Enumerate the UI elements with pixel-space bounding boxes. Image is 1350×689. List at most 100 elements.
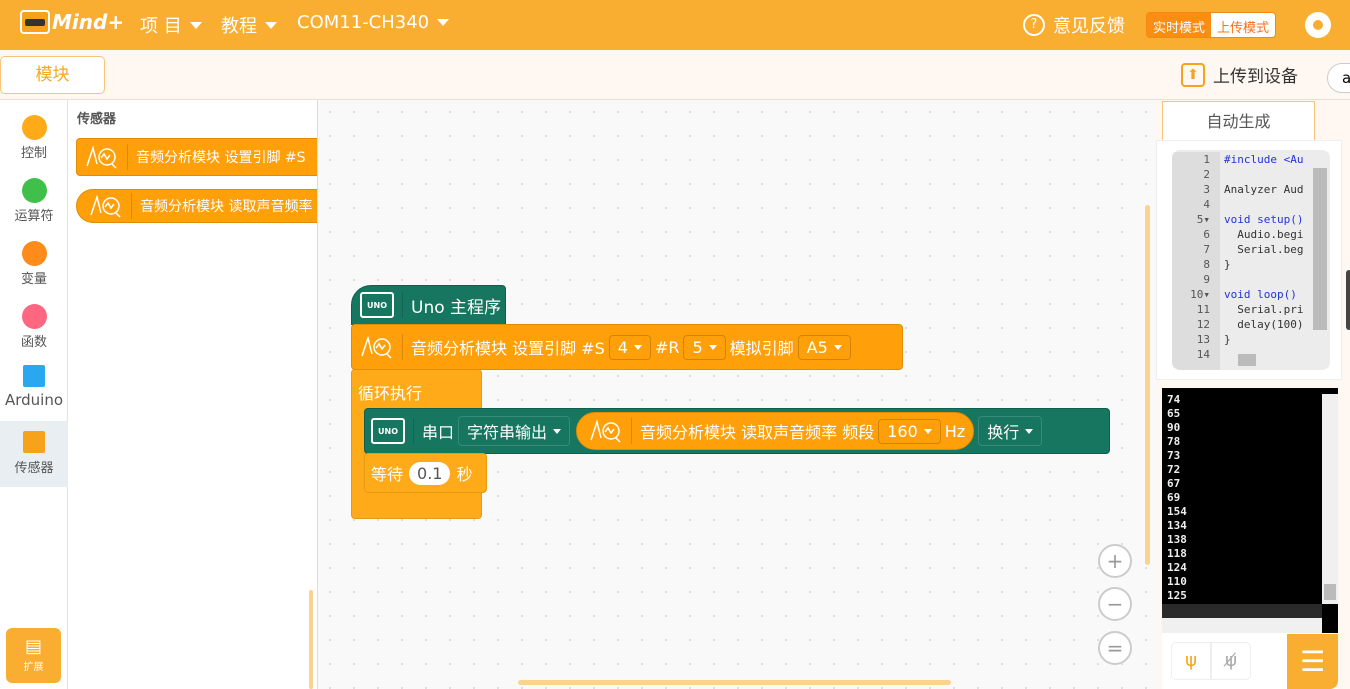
realtime-mode-button[interactable]: 实时模式	[1147, 13, 1212, 37]
line-number: 6	[1203, 228, 1210, 241]
serial-line: 154	[1167, 505, 1187, 518]
sub-bar: 模块 ⬆ 上传到设备 a	[0, 50, 1350, 100]
upload-arrow-icon: ⬆	[1181, 62, 1205, 87]
code-editor[interactable]: 1 2 3 4 5▾6 7 8 9 10▾11 12 13 14 #includ…	[1172, 150, 1330, 370]
category-sensors[interactable]: 传感器	[0, 421, 68, 487]
serial-input[interactable]	[1162, 604, 1322, 618]
tab-blocks[interactable]: 模块	[0, 56, 105, 94]
serial-line: 73	[1167, 449, 1181, 462]
line-number: 3	[1203, 183, 1210, 196]
flyout-block-setup[interactable]: 音频分析模块 设置引脚 #S	[76, 138, 317, 176]
flyout-scrollbar[interactable]	[309, 590, 313, 689]
serial-line: 134	[1167, 519, 1187, 532]
audio-wave-icon	[590, 419, 621, 443]
s-pin-dropdown[interactable]: 4	[608, 334, 651, 360]
robot-icon	[20, 10, 50, 34]
category-operators[interactable]: 运算符	[0, 169, 68, 233]
menu-list-button[interactable]: ☰	[1287, 634, 1338, 689]
line-number: 7	[1203, 243, 1210, 256]
line-number: 14	[1196, 348, 1210, 361]
usb-icon: ψ	[1185, 650, 1197, 671]
line-number: 2	[1203, 168, 1210, 181]
operators-dot-icon	[21, 178, 47, 203]
serial-line: 125	[1167, 589, 1187, 602]
menu-project[interactable]: 项 目	[140, 12, 202, 38]
code-line: Audio.begi	[1224, 228, 1304, 241]
serial-mode-dropdown[interactable]: 字符串输出	[458, 416, 571, 446]
menu-port[interactable]: COM11-CH340	[297, 12, 450, 33]
code-line: void setup()	[1224, 213, 1304, 226]
usb-off-icon: ψ̸	[1225, 650, 1237, 671]
top-bar: Mind+ 项 目 教程 COM11-CH340 ?意见反馈 实时模式 上传模式	[0, 0, 1350, 50]
help-icon: ?	[1023, 14, 1045, 36]
code-line	[1224, 197, 1312, 212]
scrollbar-vertical[interactable]	[1145, 205, 1150, 565]
panel-handle[interactable]	[1346, 270, 1350, 330]
uno-board-icon: UNO	[360, 292, 394, 318]
serial-line: 65	[1167, 407, 1181, 420]
logo: Mind+	[20, 10, 124, 34]
newline-dropdown[interactable]: 换行	[978, 416, 1043, 446]
scrollbar-horizontal[interactable]	[518, 680, 951, 685]
serial-line: 72	[1167, 463, 1181, 476]
audio-wave-icon	[86, 145, 117, 169]
audio-read-frequency-block[interactable]: 音频分析模块 读取声音频率 频段 160 Hz	[576, 412, 975, 450]
code-line: delay(100)	[1224, 318, 1304, 331]
serial-scrollbar[interactable]	[1322, 394, 1338, 604]
line-number: 1	[1203, 153, 1210, 166]
usb-connect-button[interactable]: ψ	[1171, 642, 1211, 680]
line-number: 12	[1196, 318, 1210, 331]
serial-line: 74	[1167, 393, 1181, 406]
code-hscrollbar[interactable]	[1238, 354, 1256, 366]
code-line: }	[1224, 333, 1231, 346]
usb-disconnect-button[interactable]: ψ̸	[1211, 642, 1251, 680]
menu-tutorial[interactable]: 教程	[221, 12, 277, 38]
code-scrollbar[interactable]	[1313, 168, 1327, 330]
variables-dot-icon	[21, 241, 47, 266]
mode-toggle: 实时模式 上传模式	[1146, 12, 1277, 38]
line-number: 11	[1196, 303, 1210, 316]
line-number: 8	[1203, 258, 1210, 271]
category-variables[interactable]: 变量	[0, 232, 68, 296]
partial-button[interactable]: a	[1327, 63, 1350, 93]
analog-pin-dropdown[interactable]: A5	[797, 334, 851, 360]
zoom-reset-button[interactable]: =	[1098, 631, 1132, 665]
code-line: void loop()	[1224, 288, 1297, 301]
settings-gear-icon[interactable]	[1305, 12, 1331, 38]
line-number: 13	[1196, 333, 1210, 346]
category-arduino[interactable]: Arduino	[0, 358, 68, 422]
category-control[interactable]: 控制	[0, 106, 68, 170]
serial-print-block[interactable]: UNO 串口 字符串输出 音频分析模块 读取声音频率 频段 160 Hz 换行	[364, 408, 1110, 454]
zoom-in-button[interactable]: +	[1098, 544, 1132, 578]
code-line: Serial.beg	[1224, 243, 1304, 256]
audio-wave-icon	[90, 194, 121, 218]
workspace	[318, 100, 1156, 689]
serial-line: 67	[1167, 477, 1181, 490]
serial-line: 110	[1167, 575, 1187, 588]
code-line: #include <Au	[1224, 153, 1304, 166]
upload-to-device-button[interactable]: ⬆ 上传到设备	[1181, 62, 1298, 87]
category-functions[interactable]: 函数	[0, 295, 68, 359]
sensor-chip-icon	[23, 431, 45, 453]
code-line: Analyzer Aud	[1224, 183, 1304, 196]
audio-setup-block[interactable]: 音频分析模块 设置引脚 #S 4 #R 5 模拟引脚 A5	[351, 324, 903, 370]
wait-block[interactable]: 等待 0.1 秒	[364, 453, 487, 493]
code-line	[1224, 167, 1312, 182]
functions-dot-icon	[21, 304, 47, 329]
feedback-button[interactable]: ?意见反馈	[1023, 12, 1125, 38]
band-dropdown[interactable]: 160	[878, 418, 941, 444]
audio-wave-icon	[361, 335, 392, 359]
upload-mode-button[interactable]: 上传模式	[1211, 13, 1276, 37]
control-dot-icon	[21, 115, 47, 140]
zoom-out-button[interactable]: −	[1098, 587, 1132, 621]
r-pin-dropdown[interactable]: 5	[683, 334, 726, 360]
category-sidebar: 控制 运算符 变量 函数 Arduino 传感器 ▤扩展	[0, 100, 68, 689]
flyout-title: 传感器	[77, 112, 117, 127]
wait-seconds-input[interactable]: 0.1	[409, 461, 451, 485]
extensions-button[interactable]: ▤扩展	[6, 628, 61, 683]
flyout-block-read[interactable]: 音频分析模块 读取声音频率	[76, 189, 317, 223]
tab-auto-generate[interactable]: 自动生成	[1162, 101, 1315, 141]
line-number: 9	[1203, 273, 1210, 286]
